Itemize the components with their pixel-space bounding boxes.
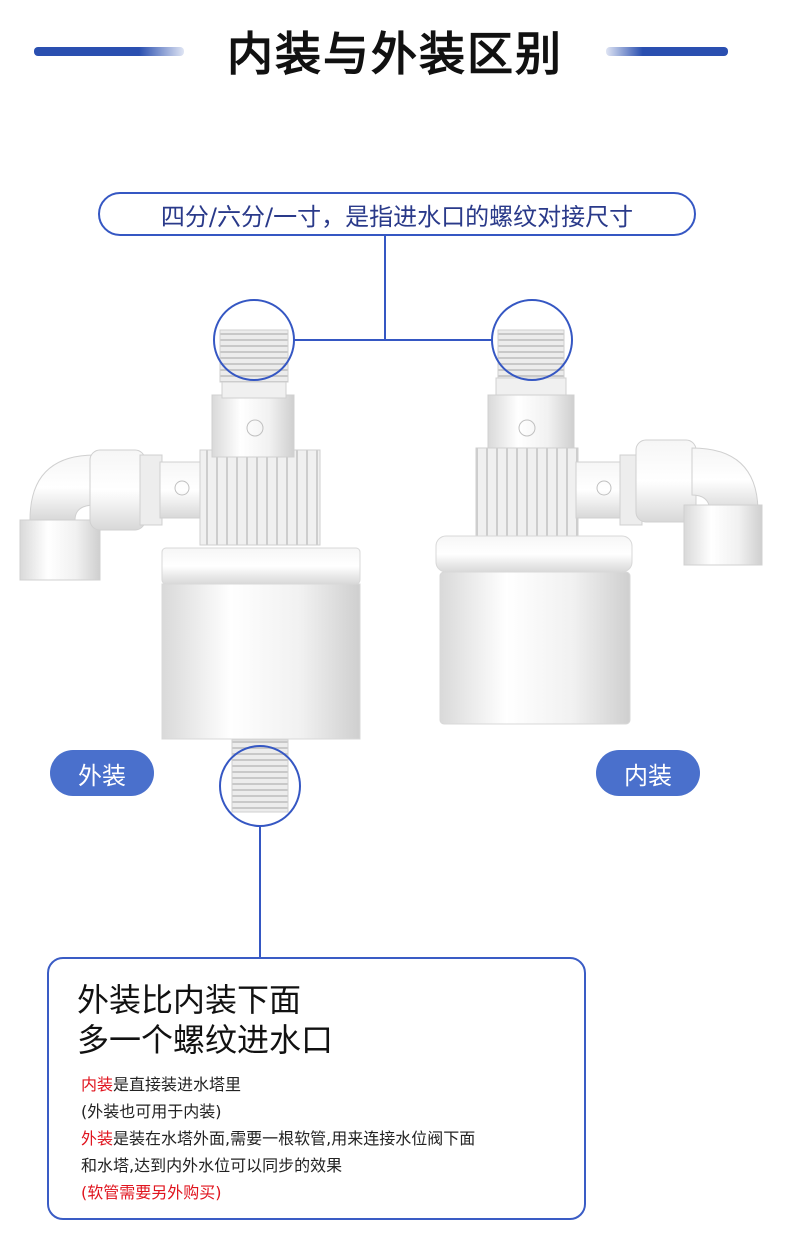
inner-note: (外装也可用于内装) [81, 1102, 222, 1121]
outer-text: 是装在水塔外面,需要一根软管,用来连接水位阀下面 [113, 1129, 476, 1148]
connector-lines [259, 236, 493, 957]
outer-label-badge: 外装 [50, 750, 154, 796]
title-decor-left [34, 47, 184, 56]
inner-text: 是直接装进水塔里 [113, 1075, 242, 1094]
outer-tag: 外装 [81, 1129, 114, 1148]
outer-valve [19, 329, 361, 813]
inner-tag: 内装 [81, 1075, 114, 1094]
purchase-note: (软管需要另外购买) [81, 1183, 222, 1202]
page-title: 内装与外装区别 [227, 27, 563, 81]
inner-label-badge: 内装 [596, 750, 700, 796]
title-decor-right [606, 47, 728, 56]
inner-valve [435, 329, 763, 725]
outer-text-continued: 和水塔,达到内外水位可以同步的效果 [81, 1156, 343, 1175]
info-headline-2: 多一个螺纹进水口 [77, 1021, 334, 1059]
outer-description: 外装是装在水塔外面,需要一根软管,用来连接水位阀下面 [81, 1125, 475, 1149]
info-box: 外装比内装下面 多一个螺纹进水口 内装是直接装进水塔里 (外装也可用于内装) 外… [47, 957, 586, 1220]
info-headline-1: 外装比内装下面 [77, 981, 302, 1019]
thread-size-callout: 四分/六分/一寸，是指进水口的螺纹对接尺寸 [98, 192, 696, 236]
highlight-circles [213, 299, 573, 827]
inner-description: 内装是直接装进水塔里 [81, 1071, 241, 1095]
